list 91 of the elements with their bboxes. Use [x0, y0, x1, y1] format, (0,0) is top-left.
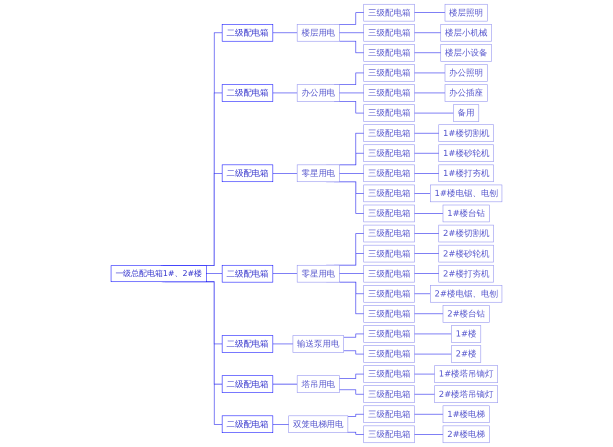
node-box: 二级配电箱 — [222, 164, 274, 182]
connector — [272, 32, 298, 34]
connector — [339, 172, 364, 174]
node-box: 三级配电箱 — [363, 406, 415, 423]
connector — [414, 213, 444, 214]
node-box: 三级配电箱 — [363, 84, 415, 102]
node-box: 输送泵用电 — [292, 335, 344, 353]
node-box: 三级配电箱 — [363, 4, 415, 22]
node-box: 三级配电箱 — [363, 285, 415, 302]
node-box: 二级配电箱 — [222, 375, 274, 393]
connector — [414, 152, 440, 154]
node-box: 1#楼砂轮机 — [438, 144, 494, 162]
connector — [343, 334, 364, 338]
connector — [272, 92, 298, 94]
connector — [414, 52, 442, 54]
node-box: 1#楼塔吊镝灯 — [434, 365, 498, 383]
node-box: 2#楼塔吊镝灯 — [434, 385, 498, 403]
node-box: 塔吊用电 — [296, 375, 340, 393]
node-box: 楼层小机械 — [440, 24, 492, 42]
node-box: 备用 — [453, 104, 480, 122]
node-box: 2#楼 — [451, 345, 482, 363]
connector — [414, 32, 442, 34]
node-box: 2#楼电梯 — [442, 426, 490, 444]
node-box: 1#楼打夯机 — [438, 164, 494, 182]
node-box: 三级配电箱 — [363, 325, 415, 343]
connector — [339, 389, 364, 394]
node-box: 1#楼切割机 — [438, 124, 494, 142]
node-box: 1#楼台钻 — [442, 204, 490, 222]
connector — [414, 273, 440, 274]
node-box: 三级配电箱 — [363, 345, 415, 363]
node-box: 办公用电 — [296, 84, 340, 102]
connector — [414, 172, 440, 174]
connector — [348, 414, 364, 417]
node-box: 楼层小设备 — [440, 44, 492, 62]
node-box: 2#楼台钻 — [442, 305, 490, 323]
connector — [206, 273, 222, 274]
node-box: 零星用电 — [296, 264, 340, 282]
node-box: 三级配电箱 — [363, 385, 415, 403]
node-box: 三级配电箱 — [363, 144, 415, 162]
connector — [414, 132, 440, 134]
node-box: 1#楼电锯、电刨 — [430, 184, 502, 202]
node-box: 2#楼砂轮机 — [438, 244, 494, 262]
node-box: 三级配电箱 — [363, 124, 415, 142]
connector — [414, 112, 454, 114]
node-box: 三级配电箱 — [363, 224, 415, 242]
node-box: 二级配电箱 — [222, 24, 274, 42]
node-box: 三级配电箱 — [363, 264, 415, 282]
connector — [414, 92, 446, 94]
node-box: 二级配电箱 — [222, 84, 274, 102]
node-box: 三级配电箱 — [363, 426, 415, 444]
connector — [339, 92, 364, 94]
node-box: 2#楼打夯机 — [438, 264, 494, 282]
node-box: 楼层照明 — [444, 4, 488, 22]
node-box: 1#楼电梯 — [442, 406, 490, 423]
node-box: 三级配电箱 — [363, 305, 415, 323]
node-box: 1#楼 — [451, 325, 482, 343]
node-box: 三级配电箱 — [363, 164, 415, 182]
connector — [272, 273, 298, 274]
node-box: 2#楼电锯、电刨 — [430, 285, 502, 302]
node-box: 三级配电箱 — [363, 244, 415, 262]
node-box: 二级配电箱 — [222, 264, 274, 282]
node-box: 办公插座 — [444, 84, 488, 102]
node-box: 零星用电 — [296, 164, 340, 182]
connector — [414, 12, 446, 13]
connector — [272, 172, 298, 174]
node-box: 三级配电箱 — [363, 64, 415, 82]
connector — [414, 414, 444, 415]
connector — [343, 350, 364, 354]
connector — [414, 72, 446, 74]
node-box: 二级配电箱 — [222, 335, 274, 353]
node-box: 三级配电箱 — [363, 204, 415, 222]
connector — [414, 434, 444, 435]
node-box: 三级配电箱 — [363, 44, 415, 62]
connector — [414, 293, 431, 294]
node-box: 办公照明 — [444, 64, 488, 82]
node-box: 三级配电箱 — [363, 365, 415, 383]
connector — [414, 193, 431, 194]
node-box: 2#楼切割机 — [438, 224, 494, 242]
node-box: 双笼电梯用电 — [288, 416, 348, 433]
node-box: 三级配电箱 — [363, 104, 415, 122]
connector — [414, 253, 440, 254]
connector — [339, 32, 364, 34]
connector — [339, 374, 364, 379]
node-box: 二级配电箱 — [222, 416, 274, 433]
node-box: 楼层用电 — [296, 24, 340, 42]
connector — [348, 432, 364, 435]
node-box: 三级配电箱 — [363, 24, 415, 42]
node-box: 三级配电箱 — [363, 184, 415, 202]
connector — [339, 273, 364, 274]
connector — [414, 233, 440, 234]
connector — [272, 424, 290, 425]
